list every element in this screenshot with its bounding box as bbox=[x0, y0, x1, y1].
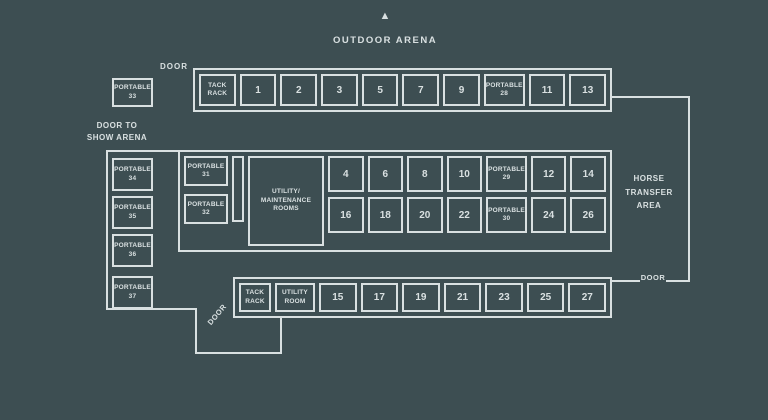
stall-6: 6 bbox=[367, 156, 404, 192]
stall-22: 22 bbox=[446, 197, 483, 233]
stall-9: 9 bbox=[443, 74, 480, 106]
stall-portable-36: PORTABLE 36 bbox=[112, 234, 153, 267]
stall-19: 19 bbox=[402, 283, 440, 312]
stall-16: 16 bbox=[328, 197, 364, 233]
wall-line bbox=[106, 150, 178, 152]
stall-21: 21 bbox=[443, 283, 482, 312]
wall-line bbox=[688, 96, 690, 282]
middle-stall-grid: 4 6 8 10 PORTABLE 29 12 14 16 18 20 22 P… bbox=[328, 156, 606, 246]
wall-line bbox=[612, 280, 640, 282]
stall-portable-32: PORTABLE 32 bbox=[184, 194, 228, 224]
stall-15: 15 bbox=[319, 283, 357, 312]
stall-8: 8 bbox=[407, 156, 443, 192]
wall-line bbox=[666, 280, 690, 282]
stall-portable-33: PORTABLE 33 bbox=[112, 78, 153, 107]
stall-27: 27 bbox=[568, 283, 607, 312]
stall-24: 24 bbox=[530, 197, 567, 233]
utility-maintenance-rooms: UTILITY/ MAINTENANCE ROOMS bbox=[248, 156, 324, 246]
middle-stall-block: PORTABLE 31 PORTABLE 32 UTILITY/ MAINTEN… bbox=[178, 150, 612, 252]
door-label-top-left: DOOR bbox=[160, 62, 188, 71]
stall-14: 14 bbox=[570, 156, 606, 192]
wall-line bbox=[106, 308, 197, 310]
stall-4: 4 bbox=[328, 156, 364, 192]
horse-transfer-area-label: HORSE TRANSFER AREA bbox=[625, 174, 673, 211]
stall-portable-37: PORTABLE 37 bbox=[112, 276, 153, 309]
stall-23: 23 bbox=[485, 283, 523, 312]
stall-portable-30: PORTABLE 30 bbox=[486, 197, 527, 233]
narrow-corridor bbox=[232, 156, 244, 222]
stall-portable-34: PORTABLE 34 bbox=[112, 158, 153, 191]
wall-line bbox=[195, 352, 282, 354]
stall-10: 10 bbox=[446, 156, 483, 192]
stall-18: 18 bbox=[367, 197, 404, 233]
door-label-right: DOOR bbox=[640, 273, 666, 282]
north-arrow-icon: ▲ bbox=[379, 10, 391, 22]
stall-7: 7 bbox=[402, 74, 440, 106]
middle-portable-column: PORTABLE 31 PORTABLE 32 bbox=[184, 156, 228, 246]
stall-1: 1 bbox=[239, 74, 277, 106]
utility-room: UTILITY ROOM bbox=[275, 283, 315, 312]
wall-line bbox=[612, 96, 690, 98]
stall-12: 12 bbox=[530, 156, 567, 192]
stall-5: 5 bbox=[361, 74, 399, 106]
stall-13: 13 bbox=[569, 74, 607, 106]
stall-11: 11 bbox=[528, 74, 566, 106]
top-stall-row: TACK RACK 1 2 3 5 7 9 PORTABLE 28 11 13 bbox=[193, 68, 612, 112]
tack-rack-top: TACK RACK bbox=[199, 74, 236, 106]
stall-20: 20 bbox=[407, 197, 443, 233]
stall-portable-35: PORTABLE 35 bbox=[112, 196, 153, 229]
middle-row-1: 4 6 8 10 PORTABLE 29 12 14 bbox=[328, 156, 606, 192]
bottom-stall-row: TACK RACK UTILITY ROOM 15 17 19 21 23 25… bbox=[233, 277, 612, 318]
wall-line bbox=[280, 318, 282, 354]
stall-17: 17 bbox=[360, 283, 399, 312]
tack-rack-bottom: TACK RACK bbox=[239, 283, 271, 312]
wall-line bbox=[106, 150, 108, 310]
door-to-show-arena-label: DOOR TO SHOW ARENA bbox=[86, 121, 148, 142]
stall-25: 25 bbox=[526, 283, 565, 312]
stall-3: 3 bbox=[321, 74, 358, 106]
stall-portable-28: PORTABLE 28 bbox=[483, 74, 525, 106]
stall-portable-31: PORTABLE 31 bbox=[184, 156, 228, 186]
wall-line bbox=[195, 308, 197, 354]
stall-portable-29: PORTABLE 29 bbox=[486, 156, 527, 192]
middle-row-2: 16 18 20 22 PORTABLE 30 24 26 bbox=[328, 197, 606, 233]
stall-2: 2 bbox=[280, 74, 318, 106]
door-label-bottom-left: DOOR bbox=[205, 302, 229, 327]
outdoor-arena-label: OUTDOOR ARENA bbox=[332, 35, 438, 46]
stall-26: 26 bbox=[570, 197, 606, 233]
